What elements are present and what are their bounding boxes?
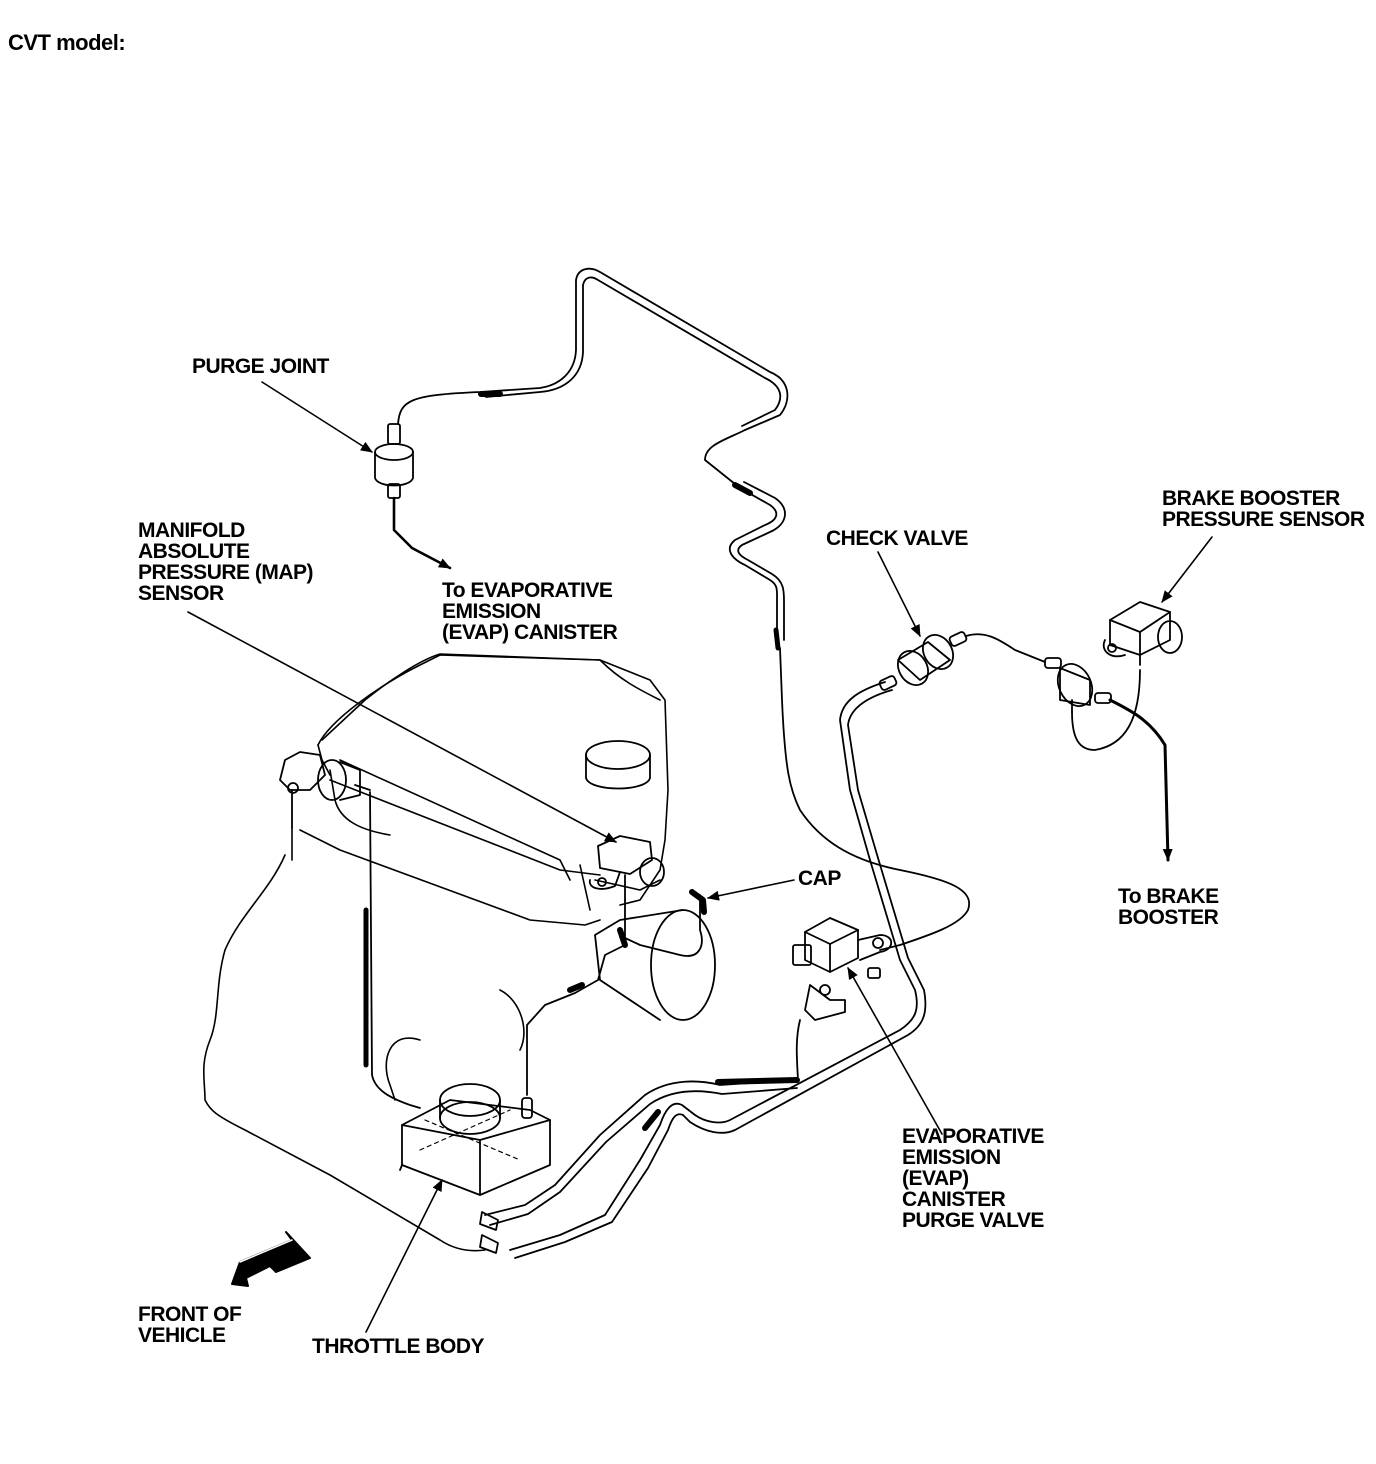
front-of-vehicle-arrow <box>231 1231 311 1287</box>
label-line: BRAKE BOOSTER <box>1162 488 1340 510</box>
label-purge-joint: PURGE JOINT <box>192 355 329 378</box>
valve-cover <box>321 653 661 911</box>
inline-valve-device <box>1044 657 1112 713</box>
label-evap-purge-valve: EVAPORATIVE EMISSION (EVAP) CANISTER PUR… <box>902 1126 1044 1231</box>
label-line: (EVAP) CANISTER <box>442 621 618 644</box>
label-line: EMISSION <box>902 1146 1001 1169</box>
throttle-body-device <box>399 1083 551 1196</box>
label-map-sensor: MANIFOLD ABSOLUTE PRESSURE (MAP) SENSOR <box>138 519 314 605</box>
label-to-evap-canister: To EVAPORATIVE EMISSION (EVAP) CANISTER <box>442 579 618 644</box>
label-line: EMISSION <box>442 600 541 623</box>
label-line: EVAPORATIVE <box>902 1125 1044 1148</box>
left-sensor <box>279 751 371 801</box>
label-line: PRESSURE SENSOR <box>1162 508 1365 530</box>
label-throttle-body: THROTTLE BODY <box>312 1335 485 1358</box>
brake-booster-sensor-device <box>1102 601 1183 666</box>
label-line: SENSOR <box>138 582 224 605</box>
check-valve-device <box>878 631 968 691</box>
vacuum-hoses <box>291 267 1173 1259</box>
label-line: PURGE VALVE <box>902 1209 1044 1232</box>
label-line: (EVAP) <box>902 1167 969 1190</box>
label-cap: CAP <box>798 867 841 890</box>
label-line: VEHICLE <box>138 1324 226 1347</box>
label-to-brake-booster: To BRAKE BOOSTER <box>1118 886 1219 928</box>
label-line: BOOSTER <box>1118 906 1219 929</box>
label-line: To EVAPORATIVE <box>442 579 613 602</box>
page-title: CVT model: <box>8 30 126 55</box>
evap-purge-valve-device <box>792 917 893 1021</box>
label-brake-booster-sensor: BRAKE BOOSTER PRESSURE SENSOR <box>1162 488 1366 530</box>
label-line: CANISTER <box>902 1188 1006 1211</box>
label-line: To BRAKE <box>1118 885 1219 908</box>
label-line: FRONT OF <box>138 1303 242 1326</box>
label-line: MANIFOLD <box>138 519 245 542</box>
label-line: ABSOLUTE <box>138 540 250 563</box>
leader-lines <box>187 381 1213 1333</box>
label-check-valve: CHECK VALVE <box>826 527 968 550</box>
label-line: PRESSURE (MAP) <box>138 561 314 584</box>
map-sensor-device <box>588 835 665 901</box>
oil-filler-cap <box>585 740 651 790</box>
label-front-of-vehicle: FRONT OF VEHICLE <box>138 1303 242 1347</box>
purge-joint-device <box>374 423 414 499</box>
engine-block <box>202 654 669 1252</box>
engine-cylinder <box>594 909 716 1021</box>
